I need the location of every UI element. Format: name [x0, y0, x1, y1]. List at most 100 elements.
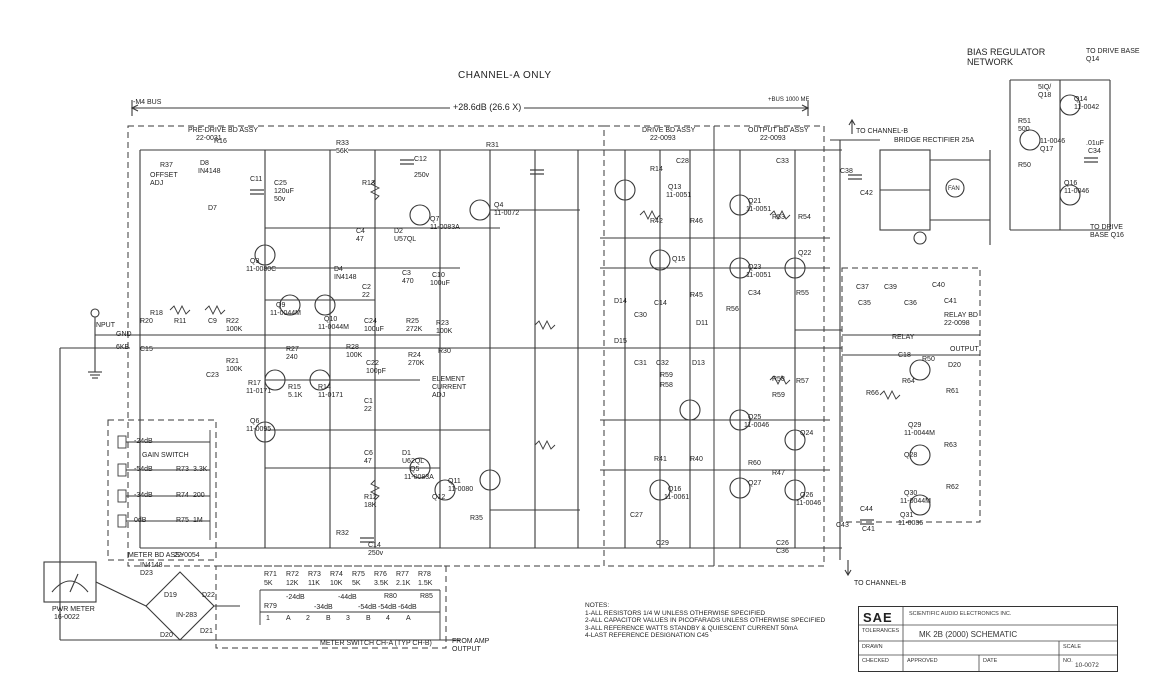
r14-part: 11-0171 — [318, 392, 344, 399]
r57-label: R57 — [796, 378, 809, 385]
ms-pos-5: B — [366, 615, 371, 622]
c3-label: C3 — [402, 270, 411, 277]
r11-label: R11 — [174, 318, 187, 325]
c36-label: C36 — [904, 300, 917, 307]
fan-symbol — [945, 178, 965, 198]
drawing-number: 10-0072 — [1075, 662, 1099, 669]
d2-part: U57QL — [394, 236, 417, 243]
c26-label: C26 — [776, 540, 789, 547]
r13-label: R13 — [362, 180, 375, 187]
q18-ref: 5IQ/ — [1038, 84, 1052, 91]
q5-label: Q5 — [410, 466, 420, 473]
r22-label: R22 — [226, 318, 239, 325]
r27-value: 240 — [286, 354, 298, 361]
to-channel-b-top: TO CHANNEL-B — [856, 128, 908, 135]
c12-voltage: 250v — [414, 172, 430, 179]
d15-label: D15 — [614, 338, 627, 345]
output-board-label: OUTPUT BD ASSY — [748, 127, 809, 134]
c31-label: C31 — [634, 360, 647, 367]
q26-part: 11-0046 — [796, 500, 822, 507]
q9-label: Q9 — [276, 302, 286, 309]
d22-label: D22 — [202, 592, 215, 599]
transistor-symbols — [254, 94, 1081, 516]
r31-label: R31 — [486, 142, 499, 149]
r20-label: R20 — [140, 318, 153, 325]
ms-r73: R73 — [308, 571, 321, 578]
ms-val-4: 5K — [352, 580, 361, 587]
r45-label: R45 — [690, 292, 703, 299]
r33-label: R33 — [336, 140, 349, 147]
r46-label: R46 — [690, 218, 703, 225]
note-1: 1-ALL RESISTORS 1/4 W UNLESS OTHERWISE S… — [585, 609, 766, 617]
q6-part: 11-0095 — [246, 426, 272, 433]
c1-label: C1 — [364, 398, 373, 405]
c9-label: C9 — [208, 318, 217, 325]
r54-label: R54 — [798, 214, 811, 221]
c40-label: C40 — [932, 282, 945, 289]
r73-value: 3.3K — [193, 466, 208, 473]
r59-drive-label: R59 — [660, 372, 673, 379]
fan-label: FAN — [948, 186, 960, 192]
r17-label: R17 — [248, 380, 261, 387]
q17-label: Q17 — [1040, 146, 1054, 153]
q4-label: Q4 — [494, 202, 504, 209]
d14-label: D14 — [614, 298, 627, 305]
q25-part: 11-0046 — [744, 422, 770, 429]
ms-val-1: 12K — [286, 580, 299, 587]
meter-diode-label: IN4148 — [140, 562, 163, 569]
q29-part: 11-0044M — [904, 430, 936, 437]
note-4: 4-LAST REFERENCE DESIGNATION C45 — [585, 632, 709, 639]
relay-board-label: RELAY BD — [944, 312, 978, 319]
tb-drawn: DRAWN — [862, 644, 883, 650]
c24-value: 100uF — [364, 326, 384, 333]
c37-label: C37 — [856, 284, 869, 291]
d20-meter-label: D20 — [160, 632, 173, 639]
offset-adj-label: OFFSET ADJ — [150, 172, 178, 187]
r35-label: R35 — [470, 515, 483, 522]
q31-label: Q31 — [900, 512, 914, 519]
meter-diode-bridge — [145, 571, 215, 641]
meter-board-label: METER BD ASSY — [128, 552, 185, 559]
note-2: 2-ALL CAPACITOR VALUES IN PICOFARADS UNL… — [585, 617, 826, 624]
r40-label: R40 — [690, 456, 703, 463]
bias-regulator-subtitle: NETWORK — [967, 57, 1013, 67]
input-label: INPUT — [94, 322, 115, 329]
c22-label: C22 — [366, 360, 379, 367]
ms-val-5: 3.5K — [374, 580, 389, 587]
d13-label: D13 — [692, 360, 705, 367]
bridge-rectifier-label: BRIDGE RECTIFIER 25A — [894, 137, 975, 144]
tb-checked: CHECKED — [862, 658, 889, 664]
q5-part: 11-0083A — [404, 474, 434, 481]
c22-value: 100pF — [366, 368, 386, 375]
ms-pos-3: B — [326, 615, 331, 622]
r51-label: R51 — [1018, 118, 1031, 125]
ms-val-0: 5K — [264, 580, 273, 587]
ms-pos-6: 4 — [386, 615, 390, 622]
drive-board-part: 22-0093 — [650, 135, 676, 142]
c15-label: C15 — [140, 346, 153, 353]
resistor-symbols — [169, 179, 901, 501]
r51-value: 500 — [1018, 126, 1030, 133]
to-channel-b-bottom: TO CHANNEL-B — [854, 580, 906, 587]
r14-drive-label: R14 — [650, 166, 663, 173]
predrive-board-label: PRE-DRIVE BD ASSY — [188, 127, 259, 134]
pos-bus-label: +BUS 1000 MF — [768, 97, 810, 103]
tb-no: NO. — [1063, 658, 1073, 664]
r75-label: R75 — [176, 517, 189, 524]
q30-label: Q30 — [904, 490, 918, 497]
q31-part: 11-0036 — [898, 520, 924, 527]
r24-value: 270K — [408, 360, 425, 367]
6kb-label: 6KB — [116, 344, 130, 351]
q17-part: 11-0046 — [1040, 138, 1066, 145]
c34-label: C34 — [1088, 148, 1101, 155]
r14-label: R14 — [318, 384, 331, 391]
output-board-outline — [713, 125, 825, 567]
c14-voltage: 250v — [368, 550, 384, 557]
c41-label: C41 — [862, 526, 875, 533]
capacitor-symbols — [250, 157, 1098, 543]
to-drive-bottom: TO DRIVE BASE Q16 — [1090, 224, 1124, 239]
c2-label: C2 — [362, 284, 371, 291]
ms-val-3: 10K — [330, 580, 343, 587]
q25-label: Q25 — [748, 414, 762, 421]
